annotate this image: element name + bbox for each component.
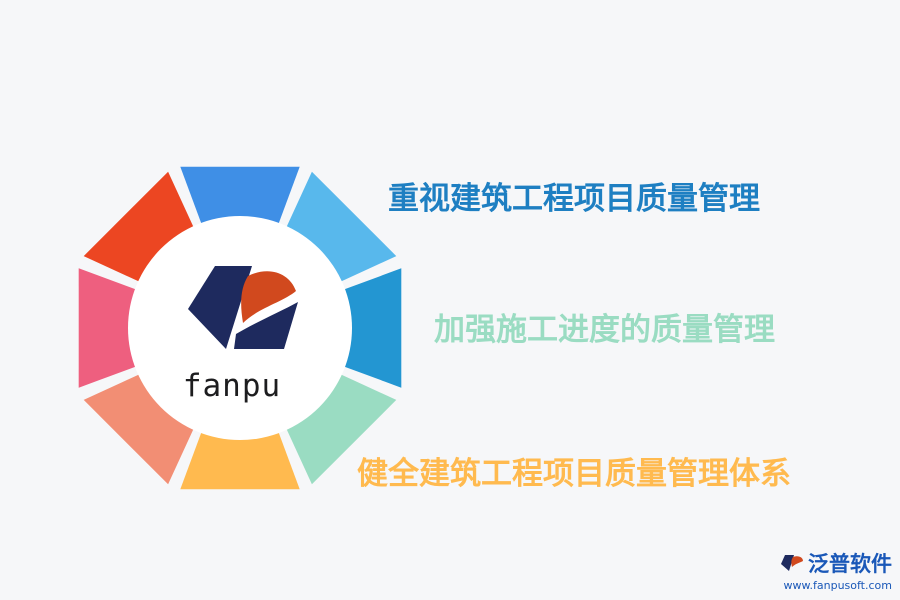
fanpu-logo	[188, 266, 298, 349]
brand-url: www.fanpusoft.com	[783, 579, 892, 592]
point-2-text: 加强施工进度的质量管理	[434, 312, 775, 348]
point-1-text: 重视建筑工程项目质量管理	[388, 181, 760, 217]
wheel-segment-1	[180, 166, 300, 225]
point-3-text: 健全建筑工程项目质量管理体系	[357, 456, 791, 492]
wheel-segment-3	[343, 268, 402, 388]
brand-name: 泛普软件	[808, 552, 892, 576]
wheel-segment-7	[78, 268, 137, 388]
center-disc	[128, 216, 352, 440]
brand-logo-icon	[781, 555, 803, 571]
brand-watermark: 泛普软件 www.fanpusoft.com	[762, 548, 892, 592]
center-label: fanpu	[182, 368, 282, 404]
wheel-segment-5	[180, 431, 300, 490]
segmented-wheel	[78, 166, 402, 490]
